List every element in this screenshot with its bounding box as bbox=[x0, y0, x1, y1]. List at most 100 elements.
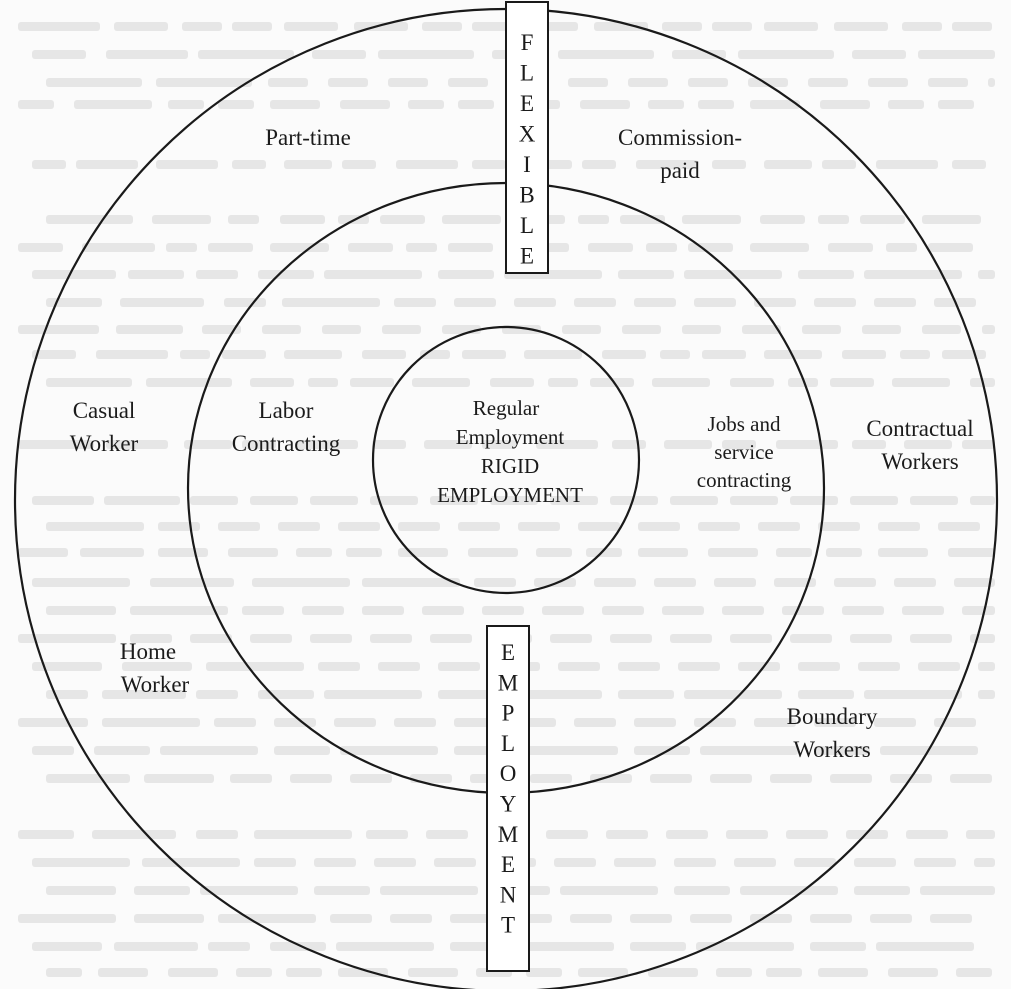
bleed-through-mark bbox=[776, 548, 812, 557]
bleed-through-mark bbox=[520, 746, 618, 755]
bleed-through-mark bbox=[798, 270, 854, 279]
bleed-through-mark bbox=[660, 350, 690, 359]
bleed-through-mark bbox=[312, 50, 366, 59]
bleed-through-mark bbox=[928, 243, 973, 252]
bleed-through-mark bbox=[160, 746, 258, 755]
bleed-through-mark bbox=[594, 22, 648, 31]
bleed-through-mark bbox=[426, 830, 468, 839]
bleed-through-mark bbox=[340, 746, 438, 755]
bleed-through-mark bbox=[342, 160, 376, 169]
bleed-through-mark bbox=[270, 100, 320, 109]
bleed-through-mark bbox=[442, 215, 501, 224]
bleed-through-mark bbox=[956, 968, 992, 977]
bleed-through-mark bbox=[988, 78, 995, 87]
bleed-through-mark bbox=[788, 378, 818, 387]
bleed-through-mark bbox=[328, 78, 368, 87]
bleed-through-mark bbox=[810, 914, 852, 923]
bleed-through-mark bbox=[798, 662, 840, 671]
bleed-through-mark bbox=[978, 270, 995, 279]
bleed-through-mark bbox=[430, 634, 472, 643]
label-contractual-line1: Contractual bbox=[866, 416, 973, 441]
bleed-through-mark bbox=[374, 858, 416, 867]
bleed-through-mark bbox=[406, 243, 437, 252]
bleed-through-mark bbox=[490, 378, 534, 387]
bleed-through-mark bbox=[618, 270, 674, 279]
bleed-through-mark bbox=[722, 440, 756, 449]
bleed-through-mark bbox=[764, 22, 818, 31]
bleed-through-mark bbox=[152, 215, 211, 224]
bleed-through-mark bbox=[434, 858, 476, 867]
label-contractual-line2: Workers bbox=[881, 449, 958, 474]
bleed-through-mark bbox=[232, 22, 272, 31]
bleed-through-mark bbox=[102, 690, 186, 699]
bleed-through-mark bbox=[748, 78, 788, 87]
bleed-through-mark bbox=[184, 440, 232, 449]
bleed-through-mark bbox=[398, 548, 448, 557]
bleed-through-mark bbox=[92, 830, 176, 839]
bleed-through-mark bbox=[46, 378, 132, 387]
flexible-letter: E bbox=[520, 91, 534, 116]
bleed-through-mark bbox=[206, 662, 304, 671]
bleed-through-mark bbox=[280, 215, 325, 224]
bleed-through-mark bbox=[794, 858, 836, 867]
bleed-through-mark bbox=[684, 690, 782, 699]
flexible-letter: L bbox=[520, 61, 534, 86]
bleed-through-mark bbox=[758, 522, 800, 531]
bleed-through-mark bbox=[284, 350, 342, 359]
bleed-through-mark bbox=[982, 325, 995, 334]
bleed-through-mark bbox=[634, 746, 690, 755]
label-home-line2: Worker bbox=[121, 672, 190, 697]
bleed-through-mark bbox=[834, 578, 876, 587]
bleed-through-mark bbox=[550, 496, 598, 505]
bleed-through-mark bbox=[652, 378, 710, 387]
bleed-through-mark bbox=[18, 243, 63, 252]
bleed-through-mark bbox=[268, 78, 308, 87]
bleed-through-mark bbox=[166, 243, 197, 252]
bleed-through-mark bbox=[962, 606, 995, 615]
bleed-through-mark bbox=[754, 298, 796, 307]
bleed-through-mark bbox=[438, 662, 480, 671]
bleed-through-mark bbox=[634, 718, 676, 727]
bleed-through-mark bbox=[146, 378, 232, 387]
bleed-through-mark bbox=[116, 325, 183, 334]
bleed-through-mark bbox=[130, 634, 172, 643]
bleed-through-mark bbox=[938, 100, 974, 109]
bleed-through-mark bbox=[372, 440, 406, 449]
bleed-through-mark bbox=[362, 350, 406, 359]
label-jobs-line3: contracting bbox=[697, 468, 792, 492]
employment-vertical-text: EMPLOYMENT bbox=[498, 640, 518, 938]
bleed-through-mark bbox=[690, 914, 732, 923]
bleed-through-mark bbox=[190, 634, 232, 643]
bleed-through-mark bbox=[98, 968, 148, 977]
bleed-through-mark bbox=[208, 942, 250, 951]
bleed-through-mark bbox=[970, 496, 995, 505]
bleed-through-mark bbox=[120, 298, 204, 307]
bleed-through-mark bbox=[290, 774, 332, 783]
bleed-through-mark bbox=[516, 942, 614, 951]
bleed-through-mark bbox=[558, 662, 600, 671]
bleed-through-mark bbox=[230, 774, 272, 783]
bleed-through-mark bbox=[774, 578, 816, 587]
bleed-through-mark bbox=[834, 22, 888, 31]
bleed-through-mark bbox=[308, 378, 338, 387]
bleed-through-mark bbox=[666, 830, 708, 839]
bleed-through-mark bbox=[286, 968, 322, 977]
bleed-through-mark bbox=[738, 662, 780, 671]
bleed-through-mark bbox=[810, 942, 866, 951]
bleed-through-mark bbox=[18, 22, 100, 31]
bleed-through-mark bbox=[46, 606, 116, 615]
bleed-through-mark bbox=[318, 662, 360, 671]
bleed-through-mark bbox=[634, 298, 676, 307]
bleed-through-mark bbox=[714, 578, 756, 587]
bleed-through-mark bbox=[814, 746, 870, 755]
bleed-through-mark bbox=[648, 968, 698, 977]
bleed-through-mark bbox=[712, 22, 752, 31]
bleed-through-mark bbox=[250, 378, 294, 387]
bleed-through-mark bbox=[562, 325, 601, 334]
bleed-through-mark bbox=[766, 968, 802, 977]
bleed-through-mark bbox=[878, 522, 920, 531]
bleed-through-mark bbox=[394, 718, 436, 727]
bleed-through-mark bbox=[682, 325, 721, 334]
